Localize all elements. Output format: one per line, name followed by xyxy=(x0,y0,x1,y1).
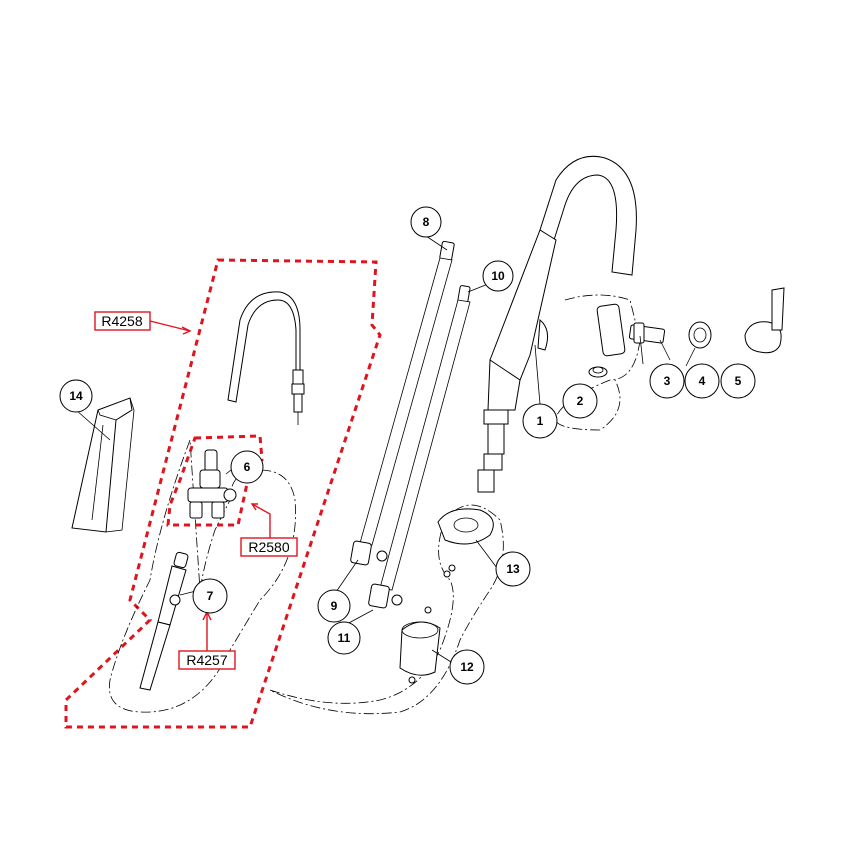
callout-10-label: 10 xyxy=(491,269,505,283)
part-2-aerator xyxy=(588,366,608,378)
kit-label-r2580: R2580 xyxy=(240,537,298,557)
callout-10: 10 xyxy=(482,260,514,292)
callout-3-label: 3 xyxy=(664,374,671,388)
callout-8-label: 8 xyxy=(423,215,430,229)
diverter-kit-boundary xyxy=(166,434,264,527)
part-7-hose-weight xyxy=(139,551,189,691)
callout-9-label: 9 xyxy=(331,599,338,613)
callout-5: 5 xyxy=(720,363,756,399)
leader-lines xyxy=(75,235,696,663)
kit-label-r4258: R4258 xyxy=(94,311,151,331)
callout-1-label: 1 xyxy=(537,414,544,428)
callout-1: 1 xyxy=(522,403,558,439)
callout-13: 13 xyxy=(495,551,531,587)
part-14-sleeve xyxy=(71,397,135,533)
part-5-handle xyxy=(744,287,785,354)
callout-11-label: 11 xyxy=(338,631,351,645)
callout-12: 12 xyxy=(449,649,485,685)
callout-2: 2 xyxy=(562,383,598,419)
kit-label-r2580-text: R2580 xyxy=(248,539,289,555)
part-1-faucet-body xyxy=(477,155,637,493)
callout-9: 9 xyxy=(317,589,351,623)
part-13-escutcheon xyxy=(437,508,494,578)
part-4-bonnet-nut xyxy=(688,321,712,349)
faucet-body-phantom-outline xyxy=(108,439,296,713)
callout-5-label: 5 xyxy=(735,374,742,388)
callout-6-label: 6 xyxy=(244,460,251,474)
callout-4-label: 4 xyxy=(699,374,706,388)
kit-label-r4257-text: R4257 xyxy=(186,652,227,668)
part-3-cartridge xyxy=(596,303,666,357)
part-10-supply-line xyxy=(368,285,471,609)
kit-label-r4257: R4257 xyxy=(178,650,236,670)
callout-3: 3 xyxy=(649,363,685,399)
pull-down-hose xyxy=(227,291,305,425)
kit-label-r4258-text: R4258 xyxy=(101,313,142,329)
hose-kit-boundary xyxy=(64,258,382,729)
callout-11: 11 xyxy=(327,621,361,655)
callout-14: 14 xyxy=(59,379,93,413)
callout-7: 7 xyxy=(192,578,228,614)
callout-6: 6 xyxy=(230,450,264,484)
callout-13-label: 13 xyxy=(506,562,520,576)
callout-8: 8 xyxy=(410,206,442,238)
callout-7-label: 7 xyxy=(207,589,214,603)
callout-14-label: 14 xyxy=(69,389,83,403)
part-12-mounting-nut xyxy=(399,606,441,684)
part-8-supply-line xyxy=(350,240,455,566)
callout-12-label: 12 xyxy=(460,660,474,674)
cartridge-phantom-outline xyxy=(554,294,641,431)
callout-2-label: 2 xyxy=(577,394,584,408)
part-6-diverter xyxy=(187,449,237,519)
callout-4: 4 xyxy=(684,363,720,399)
base-hardware-phantom-outline xyxy=(269,504,504,715)
